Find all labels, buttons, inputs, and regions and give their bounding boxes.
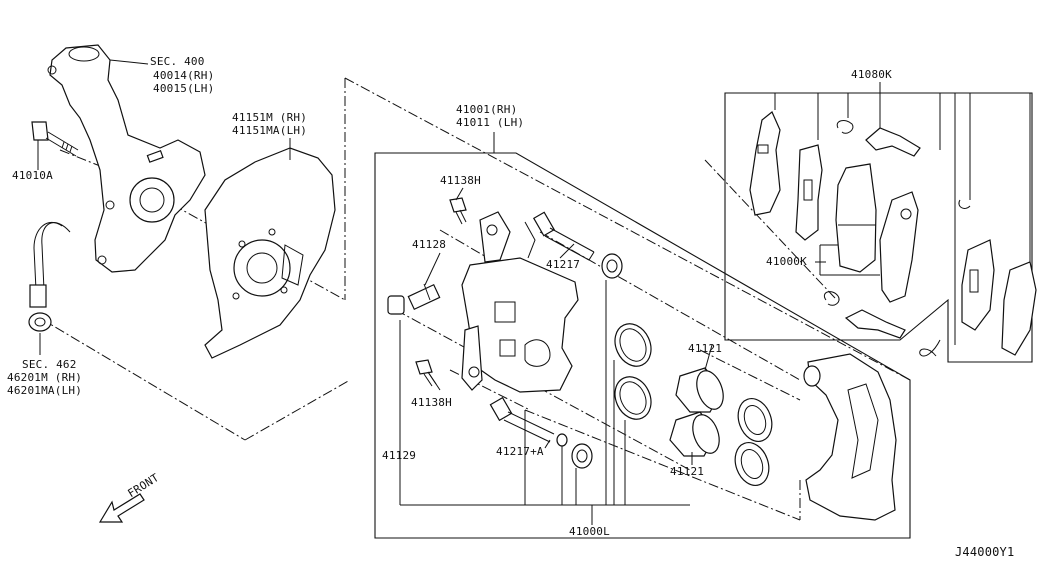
pad-shim-left-outer: [749, 111, 781, 216]
label-41151m: 41151M (RH): [232, 111, 308, 124]
label-41000l: 41000L: [569, 525, 610, 538]
label-sec-400: SEC. 400: [150, 55, 205, 68]
label-41217: 41217: [546, 258, 581, 271]
wear-sensor: [919, 199, 971, 357]
guide-pin-sleeve: [387, 283, 441, 315]
piston-seals: [614, 323, 652, 420]
pad-shim-right-outer: [1001, 261, 1037, 356]
label-41121-bottom: 41121: [670, 465, 705, 478]
label-41010a: 41010A: [12, 169, 53, 182]
brake-pad-outer: [835, 163, 877, 273]
pad-kit-frame: [724, 82, 1033, 363]
pad-shim-right-inner: [961, 239, 995, 331]
label-40014: 40014(RH): [153, 69, 215, 82]
knuckle-bolt: [31, 121, 79, 157]
pad-shim-left-inner: [795, 144, 823, 241]
label-41151ma: 41151MA(LH): [232, 124, 308, 137]
dust-shield: [204, 147, 336, 359]
guide-pin-lower: [489, 396, 593, 469]
pin-boot-upper: [601, 253, 623, 279]
label-41129: 41129: [382, 449, 417, 462]
label-41080k: 41080K: [851, 68, 892, 81]
brake-pad-inner: [879, 191, 919, 303]
label-41121-top: 41121: [688, 342, 723, 355]
label-41128: 41128: [412, 238, 447, 251]
label-41217a: 41217+A: [496, 445, 544, 458]
front-arrow-icon: [98, 493, 145, 523]
pad-clip-lower: [824, 291, 840, 306]
guide-pin-upper: [532, 211, 595, 261]
label-40015: 40015(LH): [153, 82, 215, 95]
label-41001: 41001(RH): [456, 103, 518, 116]
steering-knuckle: [47, 44, 206, 273]
dust-boots: [734, 398, 773, 486]
bleeder-screw-top: [449, 197, 467, 225]
pistons: [669, 367, 724, 457]
label-46201ma: 46201MA(LH): [7, 384, 83, 397]
bleeder-screw-bottom: [415, 359, 437, 387]
pad-spring-upper: [865, 127, 921, 157]
label-41138h-bottom: 41138H: [411, 396, 452, 409]
label-46201m: 46201M (RH): [7, 371, 83, 384]
pad-spring-lower: [844, 309, 906, 339]
caliper-kit-frame: [374, 132, 911, 539]
diagram-code: J44000Y1: [955, 545, 1015, 559]
label-41138h-top: 41138H: [440, 174, 481, 187]
leader-lines: [37, 59, 880, 525]
caliper-bracket: [803, 353, 897, 521]
caliper-body: [461, 211, 579, 393]
pad-clip-upper: [836, 120, 854, 134]
label-sec-462: SEC. 462: [22, 358, 77, 371]
brake-hose: [28, 221, 71, 332]
label-41011: 41011 (LH): [456, 116, 525, 129]
label-41000k: 41000K: [766, 255, 807, 268]
